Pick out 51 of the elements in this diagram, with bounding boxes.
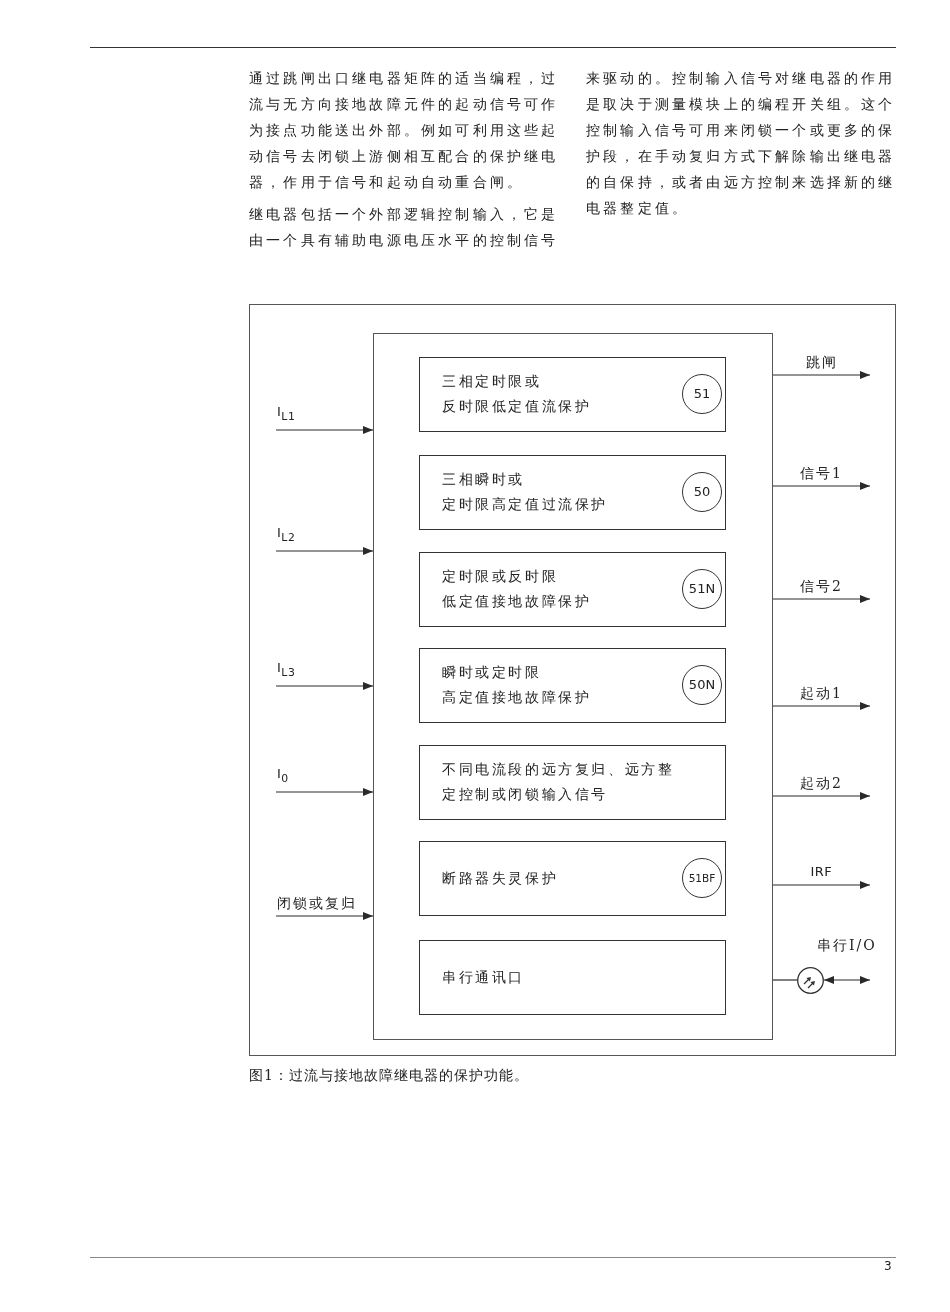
arrow xyxy=(772,881,871,889)
body-text: 来驱动的。控制输入信号对继电器的作用是取决于测量模块上的编程开关组。这个控制输入信号可用来闭锁一个或更多的保护段，在手动复归方式下解除输出继电器的自保持，或者由远方控制来选择新的继电器整定值。 xyxy=(586,69,897,218)
function-box xyxy=(419,648,726,723)
arrow xyxy=(772,792,871,800)
relay-block xyxy=(373,333,773,1040)
number-circle: 50N xyxy=(682,665,722,705)
edge-label: IRF xyxy=(810,863,833,881)
body-text: 通过跳闸出口继电器矩阵的适当编程，过流与无方向接地故障元件的起动信号可作为接点功能送出外部。例如可利用这些起动信号去闭锁上游侧相互配合的保护继电器，作用于信号和起动自动重合闸。 xyxy=(249,69,560,192)
page-number: 3 xyxy=(884,1259,892,1273)
double-arrow xyxy=(823,976,871,984)
function-box xyxy=(419,940,726,1015)
arrow xyxy=(275,912,374,920)
function-label: 定时限或反时限低定值接地故障保护 xyxy=(442,567,592,611)
arrow xyxy=(275,426,374,434)
function-label: 断路器失灵保护 xyxy=(442,869,559,888)
function-label: 不同电流段的远方复归、远方整定控制或闭锁输入信号 xyxy=(442,760,675,804)
function-box xyxy=(419,841,726,916)
function-label: 串行通讯口 xyxy=(442,968,525,987)
number-circle: 51BF xyxy=(682,858,722,898)
arrow xyxy=(275,788,374,796)
diagonal-arrows-icon xyxy=(797,967,824,994)
function-box xyxy=(419,745,726,820)
function-box xyxy=(419,455,726,530)
figure-caption: 图1：过流与接地故障继电器的保护功能。 xyxy=(249,1067,529,1085)
edge-label: 跳闸 xyxy=(805,353,838,371)
edge-label: I$_{L1}$ xyxy=(277,403,296,425)
edge-label: I$_{L3}$ xyxy=(277,659,296,681)
arrow xyxy=(772,371,871,379)
connector-line xyxy=(772,979,798,981)
edge-label: 起动2 xyxy=(800,774,843,792)
body-text: 继电器包括一个外部逻辑控制输入，它是由一个具有辅助电源电压水平的控制信号 xyxy=(249,205,560,250)
function-box xyxy=(419,357,726,432)
edge-label: 串行I/O xyxy=(817,936,877,954)
arrow xyxy=(275,682,374,690)
number-circle: 51N xyxy=(682,569,722,609)
edge-label: I$_{0}$ xyxy=(277,765,289,787)
arrow xyxy=(275,547,374,555)
function-label: 三相定时限或反时限低定值流保护 xyxy=(442,372,592,416)
function-label: 三相瞬时或定时限高定值过流保护 xyxy=(442,470,608,514)
number-circle: 51 xyxy=(682,374,722,414)
edge-label: 闭锁或复归 xyxy=(277,894,357,912)
edge-label: I$_{L2}$ xyxy=(277,524,296,546)
edge-label: 起动1 xyxy=(800,684,843,702)
edge-label: 信号1 xyxy=(800,464,843,482)
edge-label: 信号2 xyxy=(800,577,843,595)
number-circle: 50 xyxy=(682,472,722,512)
function-box xyxy=(419,552,726,627)
function-label: 瞬时或定时限高定值接地故障保护 xyxy=(442,663,592,707)
arrow xyxy=(772,702,871,710)
arrow xyxy=(772,595,871,603)
arrow xyxy=(772,482,871,490)
